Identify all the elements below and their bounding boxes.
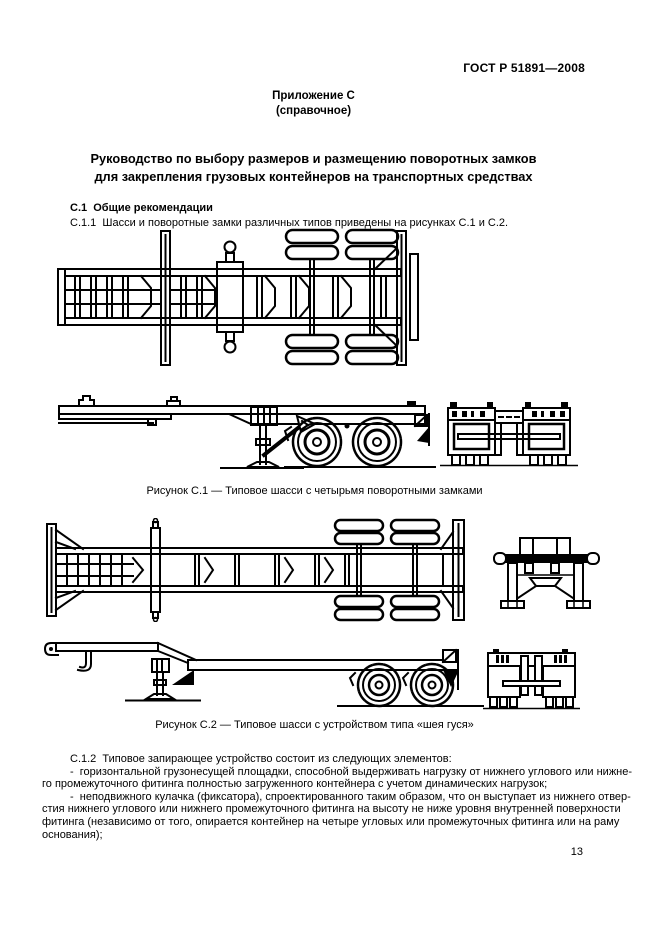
figure-c2-caption: Рисунок С.2 — Типовое шасси с устройство… [155,719,474,731]
fig-c1-rear-view-drawing [440,402,578,467]
paragraph-c12-block: С.1.2 Типовое запирающее устройство сост… [42,753,633,841]
annex-label: Приложение С [272,90,355,102]
figure-c1-caption: Рисунок С.1 — Типовое шасси с четырьмя п… [146,485,483,497]
bullet1-line-2: го промежуточного фитинга полностью загр… [42,778,548,791]
doc-number: ГОСТ Р 51891—2008 [463,61,585,75]
page-number: 13 [570,846,583,858]
bullet2-line-1: - неподвижного кулачка (фиксатора), спро… [70,790,631,803]
fig-c2-side-view-drawing [43,641,484,708]
section-c1: С.1 Общие рекомендации С.1.1 Шасси и пов… [42,201,622,230]
fig-c1-side-view-drawing [58,395,436,469]
paragraph-c11: С.1.1 Шасси и поворотные замки различных… [70,216,509,229]
paragraph-c12: С.1.2 Типовое запирающее устройство сост… [70,753,452,765]
annex-title: Руководство по выбору размеров и размеще… [42,150,585,186]
bullet2-line-3: фитинга (независимо от того, опирается к… [42,815,620,828]
bullet2-line-4: основания); [42,828,103,841]
bullet1-line-1: - горизонтальной грузонесущей площадки, … [70,765,633,778]
fig-c2-plan-view-drawing [46,518,465,622]
section-heading: С.1 Общие рекомендации [70,202,213,214]
bullet2-line-2: стия нижнего углового или нижнего промеж… [42,803,621,816]
annex-heading: Приложение С (справочное) [42,89,585,119]
fig-c2-rear-view-drawing [483,649,580,710]
fig-c1-plan-view-drawing [57,228,419,366]
annex-note: (справочное) [275,105,352,117]
title-line-1: Руководство по выбору размеров и размеще… [90,151,537,166]
title-line-2: для закрепления грузовых контейнеров на … [94,169,533,184]
fig-c2-gooseneck-stand-drawing [493,537,600,609]
